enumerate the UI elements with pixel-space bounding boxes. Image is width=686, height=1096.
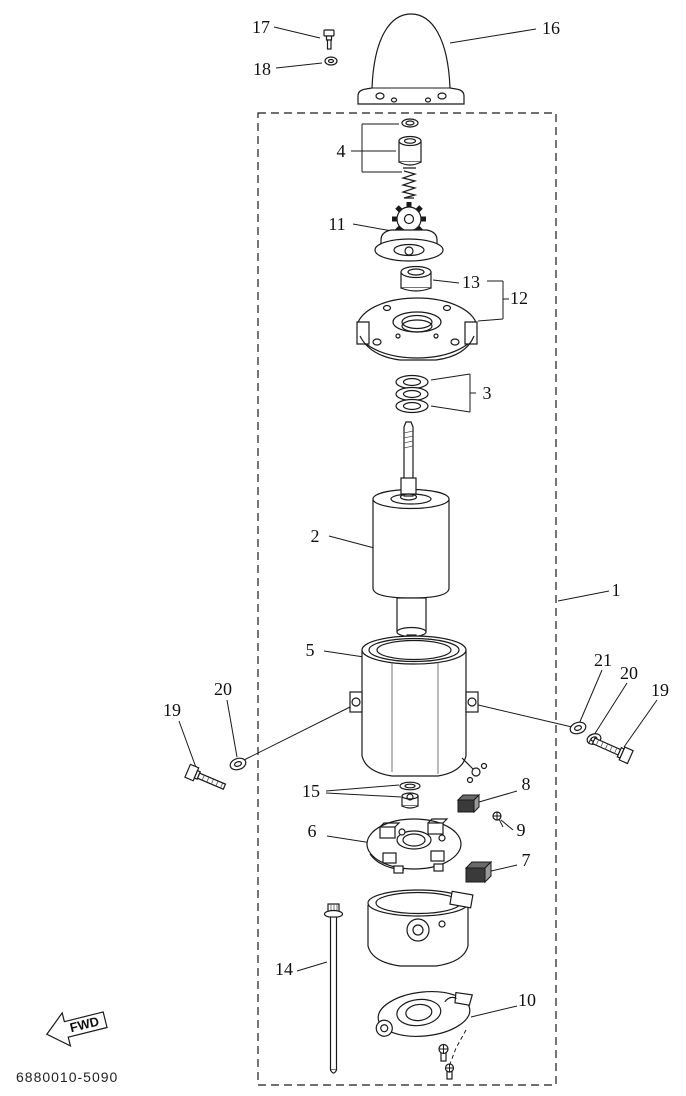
- leader-line-dashed: [446, 1029, 467, 1083]
- leader-line: [226, 699, 238, 758]
- part-5-housing: [349, 635, 488, 784]
- part-10-bracket: [375, 990, 474, 1038]
- leader-line: [473, 703, 573, 728]
- callout-9: 9: [517, 820, 526, 840]
- callout-1: 1: [612, 580, 621, 600]
- part-13-bushing: [400, 265, 432, 292]
- leader-line: [470, 1005, 518, 1018]
- part-9-screw: [492, 811, 504, 828]
- part-12-bracket-plate: [356, 297, 478, 361]
- part-3-washer-set: [395, 374, 429, 414]
- lower-end-frame: [367, 889, 474, 967]
- callout-18: 18: [253, 59, 271, 79]
- leader-line: [430, 373, 471, 381]
- part-15-washer-bushing: [399, 781, 421, 809]
- leader-line: [296, 961, 328, 972]
- leader-line: [430, 405, 471, 413]
- part-4-sleeve: [398, 135, 422, 166]
- fwd-label: FWD: [68, 1014, 100, 1036]
- part-11-pinion-assembly: [374, 202, 444, 262]
- leader-line: [432, 279, 460, 284]
- fwd-arrow: FWD: [45, 1011, 108, 1048]
- leader-line: [326, 835, 373, 844]
- part-21-washer: [569, 721, 587, 735]
- part-snap-ring: [401, 118, 419, 128]
- part-14-through-bolt: [323, 903, 344, 1074]
- callout-12: 12: [510, 288, 528, 308]
- leader-line: [478, 790, 518, 803]
- callout-16: 16: [542, 18, 560, 38]
- part-16-end-cap: [357, 13, 465, 105]
- part-2-armature: [372, 421, 450, 647]
- leader-line: [449, 28, 537, 44]
- callout-6: 6: [308, 821, 317, 841]
- callout-8: 8: [522, 774, 531, 794]
- callout-2: 2: [311, 526, 320, 546]
- callout-4: 4: [337, 141, 346, 161]
- leader-line: [623, 699, 658, 748]
- callout-17: 17: [252, 17, 270, 37]
- callout-7: 7: [522, 850, 531, 870]
- callout-21: 21: [594, 650, 612, 670]
- part-code: 6880010-5090: [16, 1069, 118, 1085]
- part-6-brush-plate: [366, 818, 462, 874]
- callout-14: 14: [275, 959, 293, 979]
- part-17-screw: [323, 29, 335, 50]
- leader-line: [178, 720, 199, 774]
- leader-line: [243, 703, 357, 761]
- leader-lines: [178, 26, 658, 1083]
- part-spring: [400, 167, 418, 199]
- callout-3: 3: [483, 383, 492, 403]
- part-8-brush: [456, 793, 481, 814]
- leader-line: [578, 669, 603, 725]
- part-18-washer: [324, 56, 338, 66]
- callout-10: 10: [518, 990, 536, 1010]
- callout-19-left: 19: [163, 700, 181, 720]
- callout-15: 15: [302, 781, 320, 801]
- leader-line: [273, 26, 321, 39]
- leader-line: [275, 62, 323, 69]
- part-19-left-bolt: [184, 763, 227, 790]
- leader-line: [593, 682, 628, 736]
- part-19-right-bolt: [591, 737, 634, 765]
- callout-13: 13: [462, 272, 480, 292]
- callout-labels: 17 18 16 4 11 13 12 3 2 1 5 21 20 19 19 …: [163, 17, 669, 1010]
- leader-line: [325, 792, 402, 798]
- leader-line: [352, 223, 393, 232]
- callout-20-right: 20: [620, 663, 638, 683]
- callout-19-right: 19: [651, 680, 669, 700]
- leader-line: [325, 784, 400, 792]
- leader-line: [323, 650, 365, 658]
- part-7-brush: [464, 860, 493, 884]
- leader-line: [500, 819, 514, 831]
- callout-20-left: 20: [214, 679, 232, 699]
- leader-line: [477, 318, 504, 322]
- callout-11: 11: [328, 214, 345, 234]
- leader-line: [328, 535, 379, 550]
- part-bottom-screws: [438, 1043, 455, 1080]
- leader-line: [557, 590, 610, 602]
- leader-line: [486, 864, 518, 873]
- assembly-boundary-box: [257, 112, 557, 1086]
- part-20-left-washer: [229, 757, 247, 771]
- callout-5: 5: [306, 640, 315, 660]
